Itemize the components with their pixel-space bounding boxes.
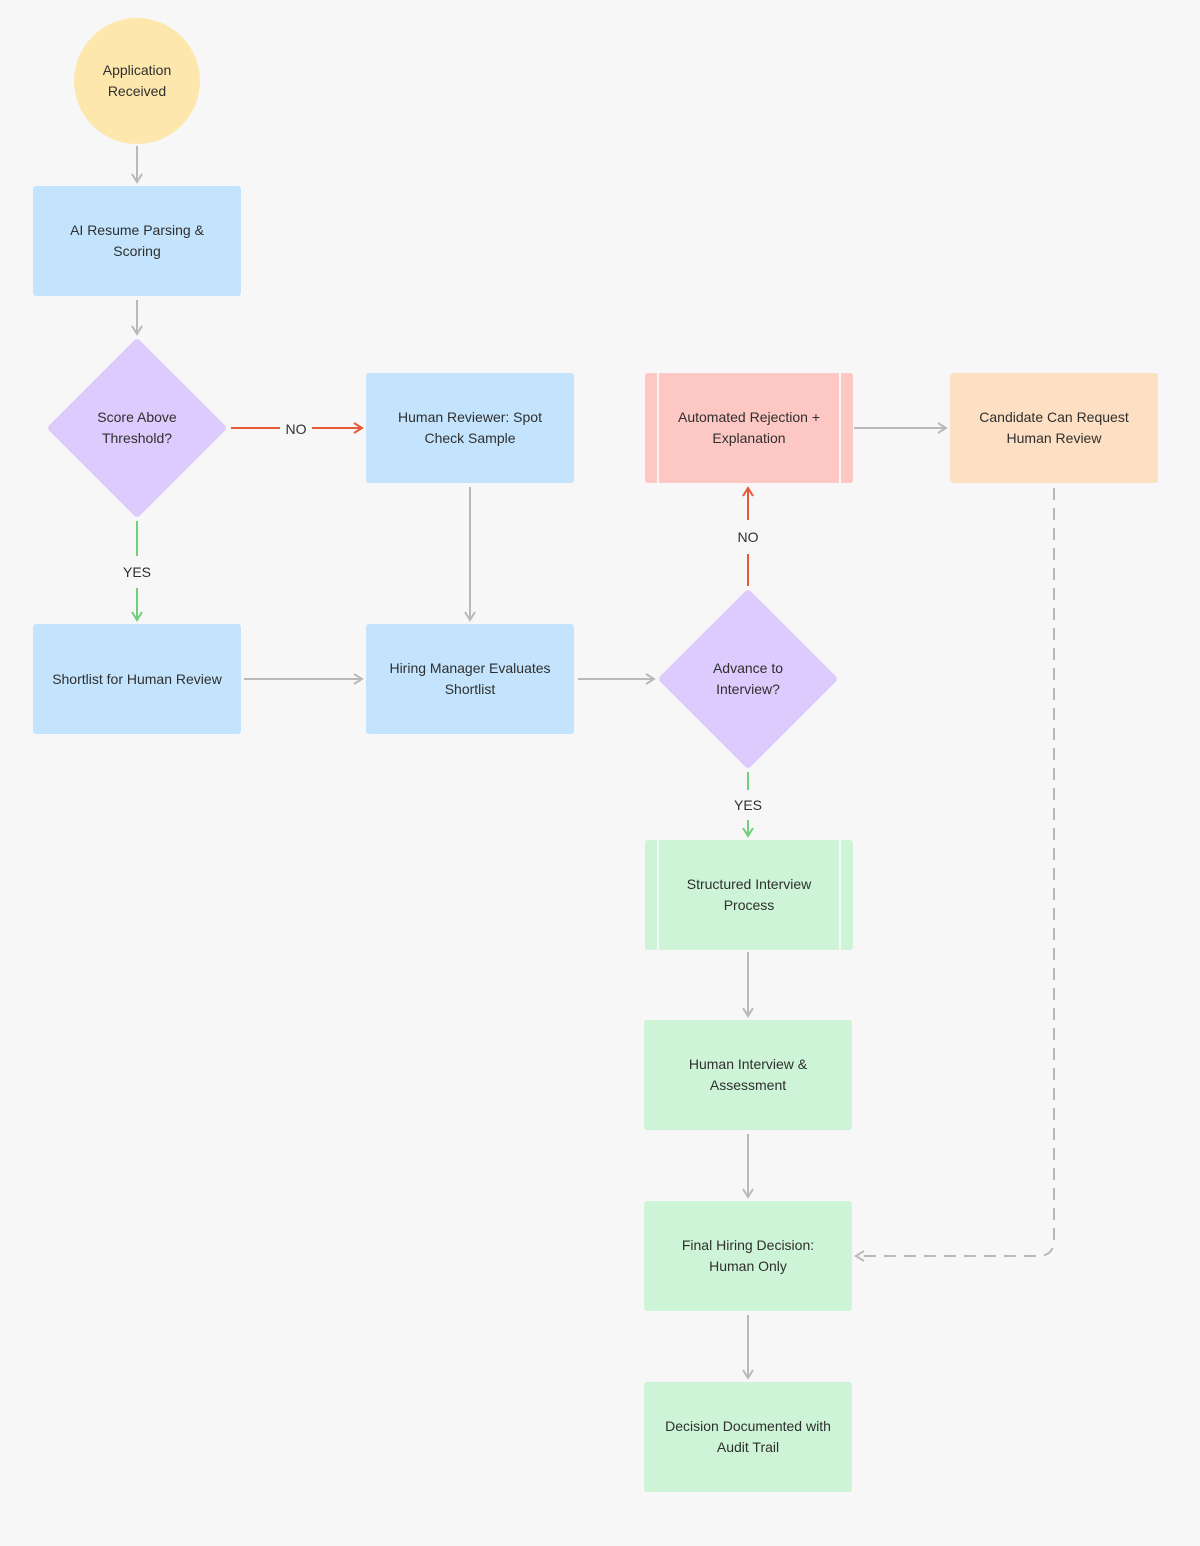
node-application-received[interactable]: Application Received (74, 18, 200, 144)
node-ai-resume-parsing[interactable]: AI Resume Parsing & Scoring (33, 186, 241, 296)
node-candidate-request-review[interactable]: Candidate Can Request Human Review (950, 373, 1158, 483)
subprocess-bar-right (839, 840, 841, 950)
node-hiring-manager-evaluates[interactable]: Hiring Manager Evaluates Shortlist (366, 624, 574, 734)
node-human-reviewer-spot-check[interactable]: Human Reviewer: Spot Check Sample (366, 373, 574, 483)
node-decision-documented-label: Decision Documented with Audit Trail (665, 1418, 831, 1455)
subprocess-bar-left (657, 373, 659, 483)
node-decision-documented[interactable]: Decision Documented with Audit Trail (644, 1382, 852, 1492)
edge-label-threshold-yes: YES (118, 564, 156, 580)
node-final-hiring-decision[interactable]: Final Hiring Decision: Human Only (644, 1201, 852, 1311)
node-human-interview-assessment[interactable]: Human Interview & Assessment (644, 1020, 852, 1130)
decision-advance-to-interview[interactable]: Advance to Interview? (657, 588, 839, 770)
edge-label-advance-yes: YES (729, 797, 767, 813)
node-automated-rejection-label: Automated Rejection + Explanation (677, 409, 821, 446)
node-application-received-label: Application Received (102, 62, 172, 99)
subprocess-bar-right (839, 373, 841, 483)
edge-request-to-final-dashed (854, 488, 1055, 1262)
edge-label-threshold-no: NO (281, 421, 311, 437)
decision-score-above-threshold[interactable]: Score Above Threshold? (46, 337, 228, 519)
node-candidate-request-review-label: Candidate Can Request Human Review (979, 409, 1129, 446)
node-hiring-manager-evaluates-label: Hiring Manager Evaluates Shortlist (389, 660, 551, 697)
node-human-reviewer-spot-check-label: Human Reviewer: Spot Check Sample (398, 409, 542, 446)
decision-score-above-threshold-label: Score Above Threshold? (97, 409, 177, 446)
node-ai-resume-parsing-label: AI Resume Parsing & Scoring (70, 222, 204, 259)
edge-label-advance-no: NO (733, 529, 763, 545)
subprocess-bar-left (657, 840, 659, 950)
node-structured-interview[interactable]: Structured Interview Process (645, 840, 853, 950)
decision-advance-to-interview-label: Advance to Interview? (712, 660, 784, 697)
node-automated-rejection[interactable]: Automated Rejection + Explanation (645, 373, 853, 483)
node-human-interview-assessment-label: Human Interview & Assessment (688, 1056, 808, 1093)
node-structured-interview-label: Structured Interview Process (686, 876, 812, 913)
node-shortlist-human-review-label: Shortlist for Human Review (52, 670, 222, 687)
node-final-hiring-decision-label: Final Hiring Decision: Human Only (681, 1237, 815, 1274)
node-shortlist-human-review[interactable]: Shortlist for Human Review (33, 624, 241, 734)
